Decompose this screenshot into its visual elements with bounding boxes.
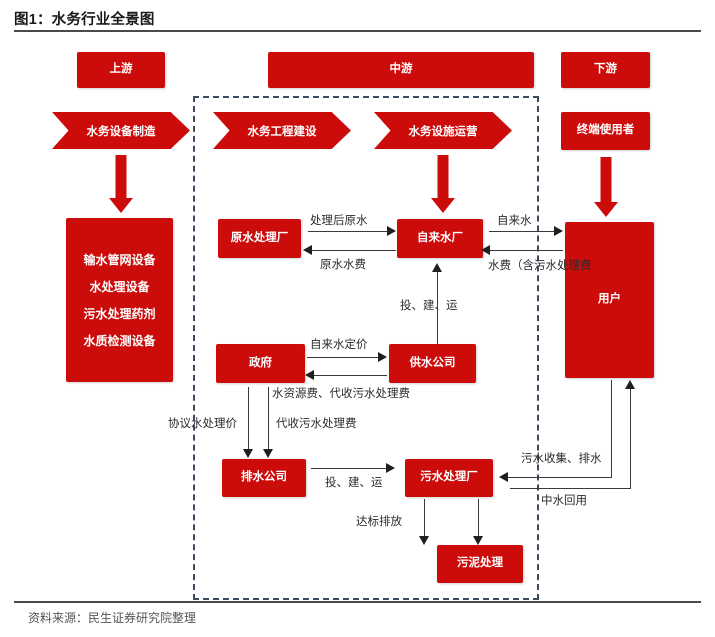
node-drainage-company: 排水公司: [222, 459, 306, 497]
node-drainage-company-label: 排水公司: [241, 471, 287, 484]
arrowhead-reclaimed-water: [625, 380, 635, 389]
edge-label-tap-water-pricing: 自来水定价: [310, 339, 368, 351]
arrowhead-treated-raw-water: [387, 226, 396, 236]
arrowhead-tap-water: [554, 226, 563, 236]
node-water-supply-company-label: 供水公司: [409, 356, 456, 369]
node-government: 政府: [216, 344, 305, 383]
node-user: 用户: [565, 222, 654, 378]
connector-water-fee: [489, 250, 563, 251]
connector-reclaimed-water-vertical: [630, 389, 631, 489]
arrowhead-sewage-collection: [499, 472, 508, 482]
edge-label-reclaimed-water: 中水回用: [541, 495, 587, 507]
node-end-user-label: 终端使用者: [576, 124, 635, 137]
arrowhead-resource-and-agency-fee: [305, 370, 314, 380]
edge-label-sewage-collection: 污水收集、排水: [521, 453, 602, 465]
segment-header-midstream: 中游: [268, 52, 534, 88]
arrowhead-invest-build-operate-1: [432, 263, 442, 272]
node-sludge-treatment: 污泥处理: [437, 545, 523, 583]
connector-tap-water-pricing: [307, 357, 379, 358]
edge-label-agency-sewage-fee: 代收污水处理费: [276, 418, 357, 430]
arrowhead-raw-water-fee: [303, 245, 312, 255]
red-arrow-operation-down: [430, 155, 456, 213]
footer-divider: [14, 601, 701, 603]
segment-header-downstream-label: 下游: [594, 63, 617, 76]
segment-header-upstream-label: 上游: [109, 63, 133, 76]
upstream-product-item-3: 水质检测设备: [83, 333, 156, 348]
upstream-product-item-1: 水处理设备: [89, 279, 150, 294]
node-water-supply-company: 供水公司: [389, 344, 476, 383]
edge-label-invest-build-operate-1: 投、建、运: [400, 300, 458, 312]
connector-agency-sewage-fee: [268, 387, 269, 450]
arrowhead-to-sludge-treatment: [473, 536, 483, 545]
segment-header-downstream: 下游: [561, 52, 650, 88]
connector-agreed-treatment-price: [248, 387, 249, 450]
chevron-engineering-construction: 水务工程建设: [213, 112, 351, 149]
edge-label-compliant-discharge: 达标排放: [356, 516, 402, 528]
connector-sewage-collection-vertical: [611, 380, 612, 478]
connector-resource-and-agency-fee: [314, 375, 387, 376]
node-sewage-treatment-plant: 污水处理厂: [405, 459, 493, 497]
edge-label-resource-and-agency-fee: 水资源费、代收污水处理费: [272, 388, 410, 400]
segment-header-upstream: 上游: [77, 52, 165, 88]
arrowhead-compliant-discharge: [419, 536, 429, 545]
connector-treated-raw-water: [308, 231, 388, 232]
upstream-product-item-0: 输水管网设备: [83, 252, 156, 267]
segment-header-midstream-label: 中游: [389, 63, 413, 76]
upstream-product-item-2: 污水处理药剂: [83, 306, 156, 321]
node-tap-water-plant-label: 自来水厂: [417, 231, 463, 244]
connector-tap-water: [489, 231, 555, 232]
edge-label-treated-raw-water: 处理后原水: [310, 215, 368, 227]
arrowhead-agency-sewage-fee: [263, 449, 273, 458]
midstream-region-outline: [193, 96, 539, 600]
connector-invest-build-operate-1: [437, 272, 438, 344]
connector-reclaimed-water-horizontal: [510, 488, 631, 489]
edge-label-raw-water-fee: 原水水费: [320, 259, 366, 271]
chevron-facility-operation-label: 水务设施运营: [408, 125, 478, 138]
connector-raw-water-fee: [312, 250, 396, 251]
edge-label-tap-water: 自来水: [497, 215, 532, 227]
node-upstream-products: 输水管网设备 水处理设备 污水处理药剂 水质检测设备: [66, 218, 173, 382]
node-sewage-treatment-plant-label: 污水处理厂: [420, 471, 478, 484]
title-divider: [14, 30, 701, 32]
chevron-equipment-manufacturing: 水务设备制造: [52, 112, 190, 149]
connector-invest-build-operate-2: [311, 468, 387, 469]
chevron-facility-operation: 水务设施运营: [374, 112, 512, 149]
arrowhead-agreed-treatment-price: [243, 449, 253, 458]
connector-compliant-discharge: [424, 499, 425, 537]
connector-sewage-collection-horizontal: [508, 477, 612, 478]
arrowhead-invest-build-operate-2: [386, 463, 395, 473]
edge-label-agreed-treatment-price: 协议水处理价: [168, 418, 237, 430]
node-raw-water-plant: 原水处理厂: [218, 219, 301, 258]
connector-to-sludge-treatment: [478, 499, 479, 537]
node-raw-water-plant-label: 原水处理厂: [230, 231, 289, 244]
page-title: 图1：水务行业全景图: [14, 12, 155, 28]
edge-label-water-fee: 水费（含污水处理费: [488, 260, 592, 272]
node-end-user-box: 终端使用者: [561, 112, 650, 150]
chevron-engineering-construction-label: 水务工程建设: [247, 125, 317, 138]
red-arrow-upstream-down: [108, 155, 134, 213]
node-user-label: 用户: [598, 293, 621, 306]
arrowhead-water-fee: [481, 245, 490, 255]
red-arrow-downstream-down: [593, 157, 619, 217]
node-government-label: 政府: [249, 356, 272, 369]
arrowhead-tap-water-pricing: [378, 352, 387, 362]
edge-label-invest-build-operate-2: 投、建、运: [325, 477, 383, 489]
node-sludge-treatment-label: 污泥处理: [457, 557, 503, 570]
source-note: 资料来源：民生证券研究院整理: [28, 611, 197, 625]
node-tap-water-plant: 自来水厂: [397, 219, 483, 258]
chevron-equipment-manufacturing-label: 水务设备制造: [86, 125, 156, 138]
